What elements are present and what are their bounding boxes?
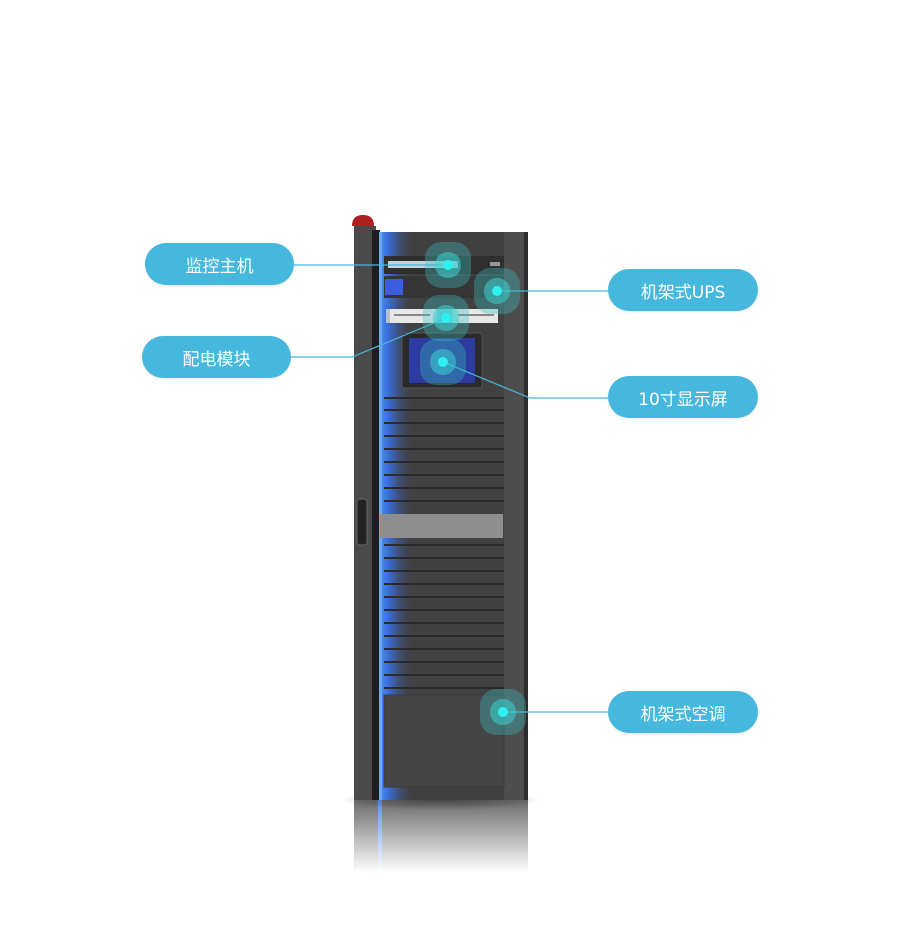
- ups-unit: [384, 276, 504, 298]
- floor-reflection: [340, 790, 542, 872]
- leader-lines: [291, 264, 608, 713]
- label-rack-ups[interactable]: 机架式UPS: [608, 269, 758, 311]
- label-pdu[interactable]: 配电模块: [142, 336, 291, 378]
- hotspot-rack-ups[interactable]: [492, 286, 502, 296]
- hotspot-display[interactable]: [438, 357, 448, 367]
- hotspot-rack-ac[interactable]: [498, 707, 508, 717]
- label-display[interactable]: 10寸显示屏: [608, 376, 758, 418]
- label-monitor-host[interactable]: 监控主机: [145, 243, 294, 285]
- hotspot-monitor-host[interactable]: [443, 260, 453, 270]
- alarm-light: [352, 215, 374, 226]
- door-handle: [356, 498, 368, 546]
- vent-slats: [384, 397, 504, 689]
- label-band: [380, 514, 503, 538]
- hotspot-pdu[interactable]: [441, 313, 451, 323]
- label-rack-ac[interactable]: 机架式空调: [608, 691, 758, 733]
